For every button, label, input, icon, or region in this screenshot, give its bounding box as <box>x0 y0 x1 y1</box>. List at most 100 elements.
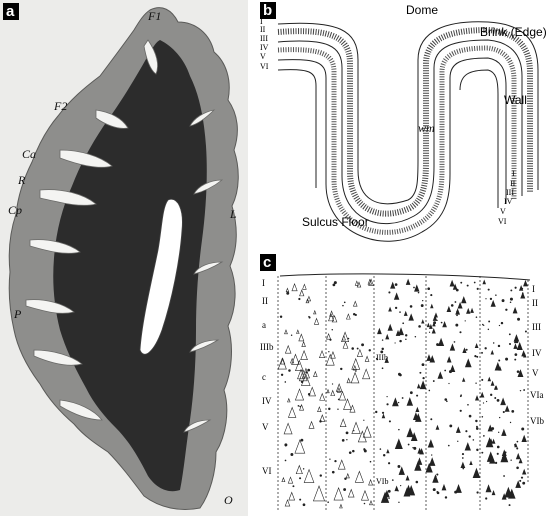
granule-cell <box>344 477 347 480</box>
pyramidal-cell <box>461 377 466 382</box>
sulci <box>25 39 224 433</box>
granule-cell <box>495 294 497 296</box>
c-inner-label-iiib: IIIb <box>376 353 388 362</box>
pyramidal-cell <box>461 296 467 304</box>
pyramidal-cell <box>367 278 372 285</box>
granule-cell <box>375 357 378 360</box>
pyramidal-cell <box>381 413 386 419</box>
pyramidal-cell <box>504 486 513 498</box>
pyramidal-cell <box>388 306 392 312</box>
granule-cell <box>475 427 479 430</box>
pyramidal-cell <box>446 356 452 363</box>
pyramidal-cell <box>298 369 308 382</box>
granule-cell <box>427 287 431 291</box>
granule-cell <box>509 297 513 301</box>
granule-cell <box>476 491 479 494</box>
pyramidal-cell <box>352 364 357 371</box>
pyramidal-cell <box>308 386 316 397</box>
granule-cell <box>398 428 400 431</box>
layer-labels-left: I II III IV V VI <box>260 17 269 71</box>
layer-right-2: II <box>510 179 516 188</box>
panel-b-gyrus-schematic: b Dome Brink (Edge) Wall wm Sulcus Floor… <box>258 0 548 250</box>
granule-cell <box>305 371 308 374</box>
label-p: P <box>13 307 22 321</box>
pyramidal-cell <box>425 462 433 473</box>
pyramidal-cell <box>364 355 370 362</box>
granule-cell <box>369 460 372 463</box>
granule-cell <box>354 313 357 317</box>
panel-b-letter-box <box>260 2 276 19</box>
granule-cell <box>460 394 462 397</box>
granule-cell <box>394 283 398 286</box>
granule-cell <box>516 440 519 443</box>
granule-cell <box>422 376 425 380</box>
granule-cell <box>472 439 475 441</box>
granule-cell <box>509 301 512 303</box>
pyramidal-cell <box>339 503 343 509</box>
granule-cell <box>487 328 490 331</box>
pyramidal-cell <box>491 438 496 444</box>
granule-cell <box>446 400 448 403</box>
granule-cell <box>381 347 384 351</box>
granule-cell <box>468 414 472 418</box>
granule-cell <box>414 336 417 338</box>
granule-cell <box>415 480 419 484</box>
panel-a-brain-section: a F1 F2 Ca R Cp P L O <box>0 0 248 516</box>
granule-cell <box>368 349 371 352</box>
granule-cell <box>308 315 310 318</box>
granule-cell <box>394 306 398 310</box>
pyramidal-cell <box>462 347 467 354</box>
granule-cell <box>400 484 402 487</box>
pyramidal-cell <box>438 337 445 346</box>
granule-cell <box>444 398 448 401</box>
pyramidal-cell <box>394 485 399 492</box>
pial-surface-line <box>279 273 531 281</box>
granule-cell <box>351 347 354 350</box>
granule-cell <box>494 397 497 399</box>
pyramidal-cell <box>419 380 427 390</box>
granule-cell <box>523 389 526 391</box>
pyramidal-cell <box>392 397 399 407</box>
granule-cell <box>399 311 401 313</box>
granule-cell <box>496 452 499 455</box>
granule-cell <box>343 488 347 491</box>
pyramidal-cell <box>501 428 507 436</box>
granule-cell <box>342 304 344 307</box>
pyramidal-cell <box>406 427 414 438</box>
granule-cell <box>327 501 329 503</box>
granule-cell <box>405 334 408 337</box>
granule-cell <box>329 338 332 341</box>
pyramidal-cell <box>474 342 479 349</box>
c-layer-left-2: II <box>262 296 268 306</box>
pyramidal-cell <box>326 388 330 394</box>
granule-cell <box>340 367 343 371</box>
pyramidal-cell <box>299 403 305 411</box>
pyramidal-cell <box>386 448 390 454</box>
granule-cell <box>416 394 419 397</box>
granule-cell <box>417 291 420 294</box>
c-layer-right-4: IV <box>532 348 542 358</box>
pyramidal-cell <box>472 467 481 478</box>
granule-cell <box>514 443 517 447</box>
granule-cell <box>500 321 504 325</box>
granule-cell <box>475 419 478 423</box>
granule-cell <box>397 401 400 404</box>
pyramidal-cell <box>407 484 416 496</box>
neuron-cells <box>277 278 528 509</box>
granule-cell <box>455 288 459 292</box>
pyramidal-cell <box>406 397 414 406</box>
granule-cell <box>401 397 404 399</box>
granule-cell <box>388 291 391 294</box>
granule-cell <box>496 445 500 449</box>
granule-cell <box>516 466 519 470</box>
granule-cell <box>475 382 477 384</box>
granule-cell <box>436 473 439 476</box>
granule-cell <box>474 355 477 358</box>
pyramidal-cell <box>352 300 358 307</box>
pyramidal-cell <box>313 309 317 315</box>
granule-cell <box>503 475 505 477</box>
pyramidal-cell <box>446 305 452 313</box>
granule-cell <box>498 359 501 362</box>
c-layer-left-1: I <box>262 278 265 288</box>
granule-cell <box>521 292 524 295</box>
